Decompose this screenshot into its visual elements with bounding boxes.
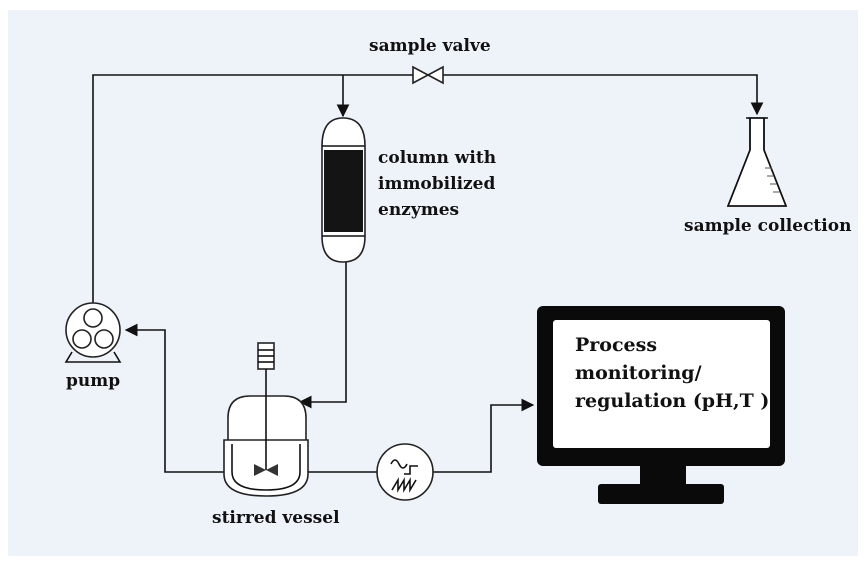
stirred-vessel-label: stirred vessel	[212, 508, 340, 528]
enzyme-packing	[324, 150, 363, 232]
column-label-line1: column with	[378, 148, 496, 168]
column-label-line3: enzymes	[378, 200, 459, 220]
monitor-text-line3: regulation (pH,T )	[575, 390, 769, 412]
pipe-column-to-vessel	[298, 262, 347, 409]
sample-valve-label: sample valve	[369, 36, 491, 56]
stirred-vessel-icon	[223, 342, 309, 497]
pipes	[92, 74, 764, 473]
pump-icon[interactable]	[64, 302, 122, 363]
column-icon	[321, 117, 366, 263]
monitor-text-line2: monitoring/	[575, 362, 702, 384]
monitor-icon	[537, 306, 785, 504]
monitor-text-line1: Process	[575, 334, 657, 356]
column-label-line2: immobilized	[378, 174, 496, 194]
pipe-pump-to-top	[92, 74, 413, 305]
valve-icon[interactable]	[412, 65, 444, 85]
signal-converter-to-monitor	[433, 398, 535, 473]
pipe-valve-to-flask	[443, 74, 764, 116]
flask-icon	[726, 117, 788, 207]
pump-label: pump	[66, 371, 120, 391]
pipe-vessel-to-pump	[124, 323, 228, 473]
signal-converter-icon	[376, 443, 434, 501]
monitor-screen	[553, 320, 770, 448]
sample-collection-label: sample collection	[684, 216, 851, 236]
